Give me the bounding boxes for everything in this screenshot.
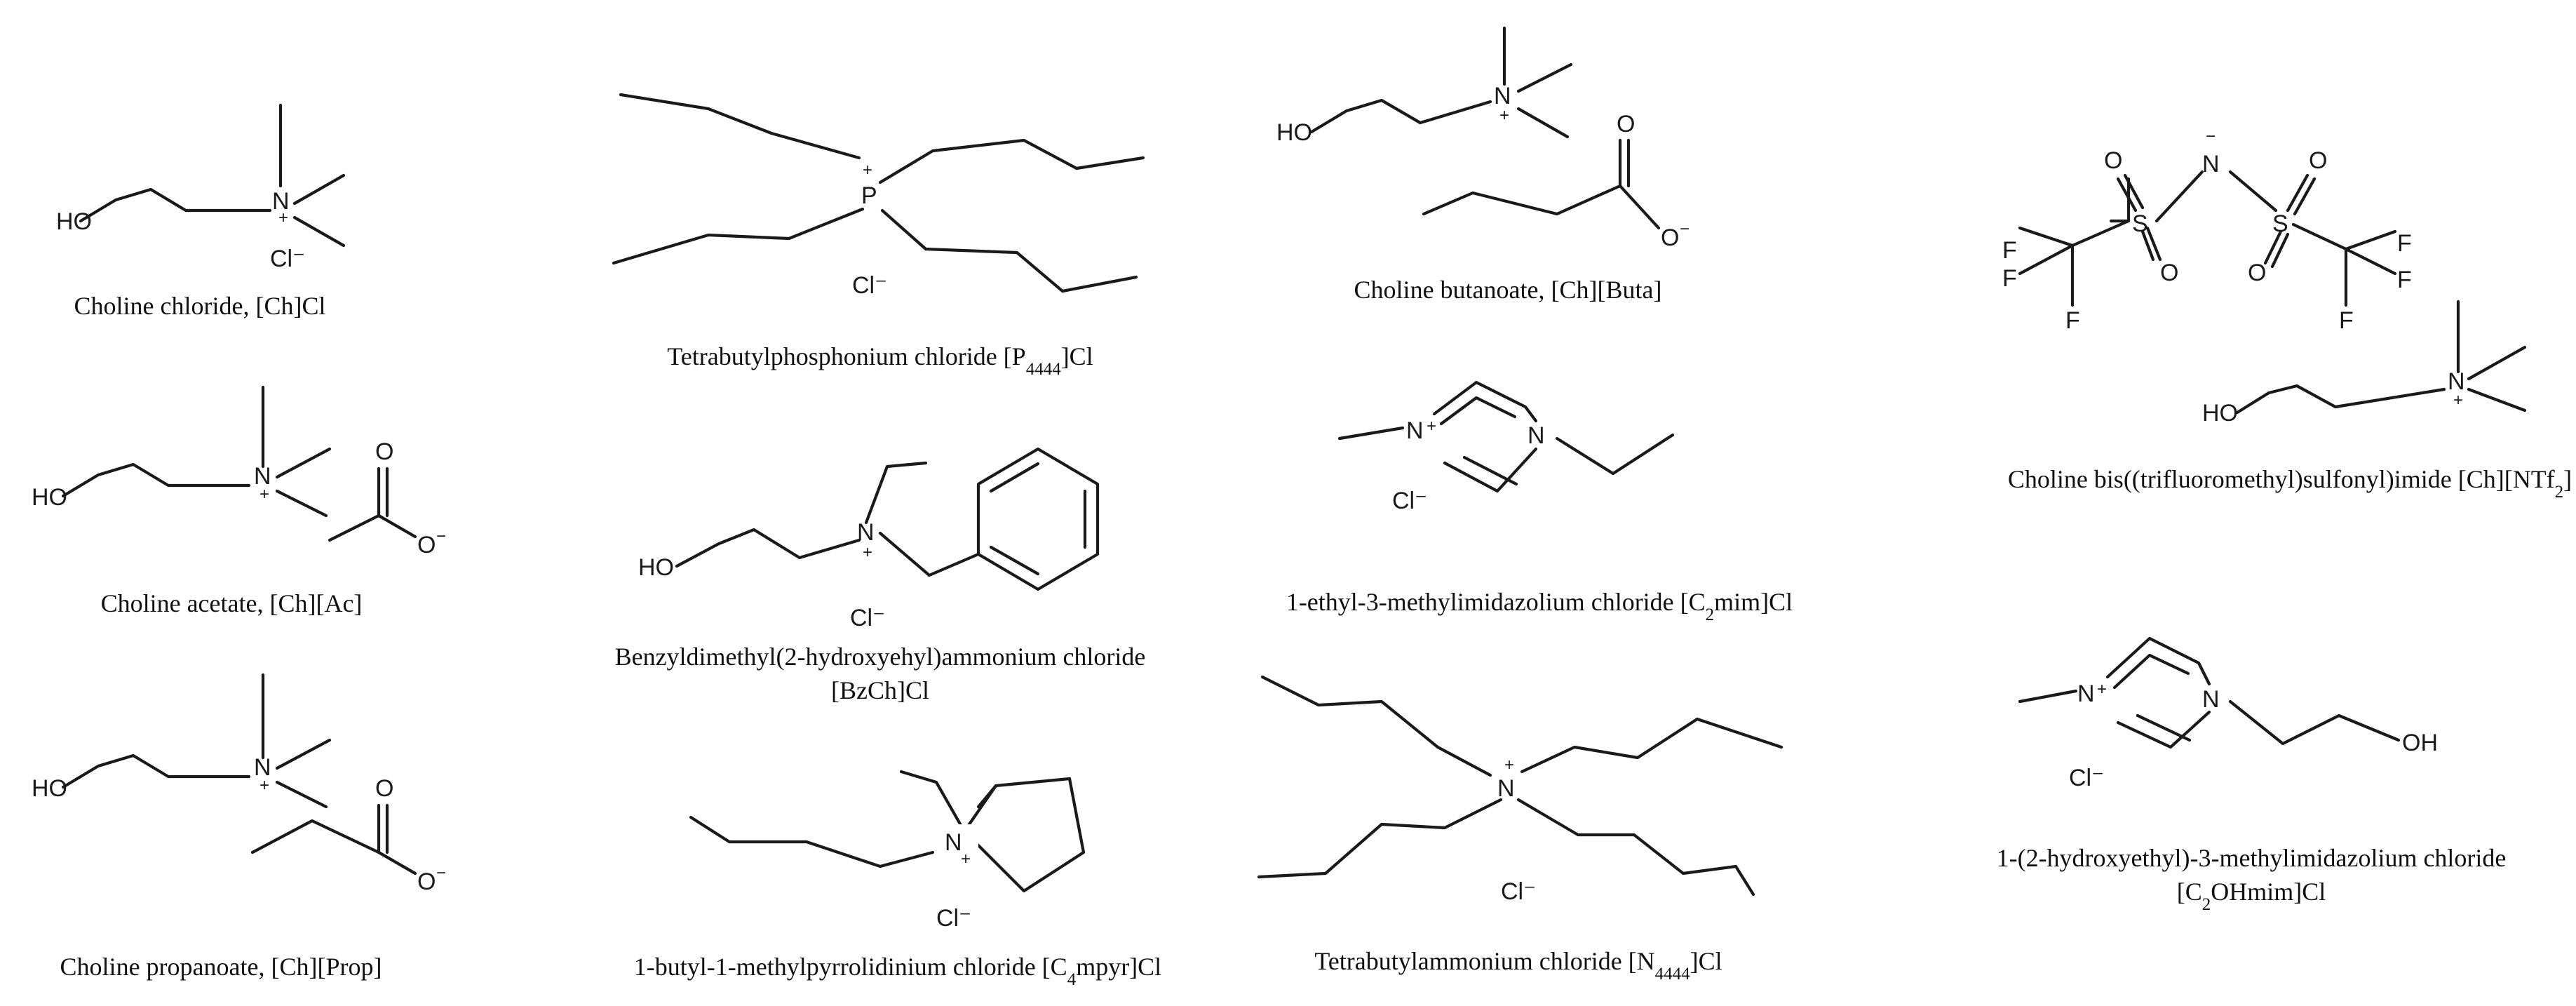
charge-plus: + (1499, 106, 1509, 125)
caption-line: Choline acetate, [Ch][Ac] (101, 589, 363, 617)
atom-label-f: F (2339, 307, 2354, 334)
structure-c4mpyr-chloride: N + Cl⁻ 1-butyl-1-methylpyrrolidinium ch… (634, 770, 1161, 989)
caption-line: 1-butyl-1-methylpyrrolidinium chloride [… (634, 953, 1161, 989)
charge-plus: + (1427, 417, 1436, 436)
counter-ion-label: Cl⁻ (1501, 878, 1536, 905)
caption-tetrabutylammonium-chloride: Tetrabutylammonium chloride [N4444]Cl (1314, 947, 1722, 984)
atom-label-o-minus: O (1661, 224, 1679, 251)
atom-label-f: F (2002, 265, 2017, 292)
atom-label-o: O (375, 438, 393, 465)
charge-plus: + (2453, 391, 2463, 410)
atom-label-n: N (254, 754, 271, 781)
atom-label-p: P (861, 182, 877, 209)
charge-plus: + (1504, 756, 1514, 774)
atom-label-f: F (2065, 307, 2080, 334)
atom-label-n: N (254, 463, 271, 490)
structure-choline-propanoate: HO N + O O − Choline propanoate, [Ch][Pr… (32, 673, 446, 981)
caption-line: 1-(2-hydroxyethyl)-3-methylimidazolium c… (1997, 844, 2507, 872)
atom-label-s: S (2132, 210, 2148, 237)
structure-c2mim-chloride: N + N Cl⁻ 1-ethyl-3-methylimidazolium ch… (1286, 380, 1793, 624)
counter-ion-label: Cl⁻ (936, 905, 971, 932)
counter-ion-label: Cl⁻ (1392, 488, 1427, 514)
counter-ion-label: Cl⁻ (850, 605, 885, 631)
caption-benzylcholine-chloride: Benzyldimethyl(2-hydroxyehyl)ammonium ch… (615, 643, 1146, 704)
atom-label-n: N (2448, 368, 2465, 395)
atom-label-f: F (2002, 237, 2017, 264)
structure-choline-ntf2: F F F S O O N − S O O F F F HO N + Choli… (2002, 127, 2572, 502)
charge-minus: − (1680, 220, 1690, 239)
atom-label-o: O (2160, 260, 2178, 286)
caption-line: Benzyldimethyl(2-hydroxyehyl)ammonium ch… (615, 643, 1146, 671)
atom-label-o: O (375, 775, 393, 802)
atom-label-o: O (2248, 260, 2266, 286)
atom-label-n: N (1528, 422, 1545, 449)
atom-label-ho: HO (32, 775, 67, 802)
atom-label-n: N (857, 519, 875, 546)
counter-ion-label: Cl⁻ (270, 246, 305, 272)
caption-line: 1-ethyl-3-methylimidazolium chloride [C2… (1286, 588, 1793, 624)
atom-label-oh: OH (2402, 730, 2438, 756)
atom-label-n-minus: N (2202, 151, 2220, 177)
caption-c4mpyr-chloride: 1-butyl-1-methylpyrrolidinium chloride [… (634, 953, 1161, 989)
charge-plus: + (259, 776, 269, 795)
charge-plus: + (2097, 680, 2107, 699)
atom-label-f: F (2397, 230, 2412, 257)
structure-choline-chloride: HO N + Cl⁻ Choline chloride, [Ch]Cl (56, 103, 346, 320)
atom-label-n: N (1494, 83, 1511, 109)
atom-label-n: N (272, 188, 290, 215)
caption-choline-propanoate: Choline propanoate, [Ch][Prop] (60, 953, 382, 981)
charge-minus: − (436, 864, 446, 883)
counter-ion-label: Cl⁻ (2069, 765, 2104, 791)
atom-label-ho: HO (638, 554, 674, 581)
structure-choline-butanoate: HO N + O O − Choline butanoate, [Ch][But… (1276, 26, 1690, 304)
caption-c2mim-chloride: 1-ethyl-3-methylimidazolium chloride [C2… (1286, 588, 1793, 624)
atom-label-o: O (2104, 147, 2122, 174)
caption-line: Choline bis((trifluoromethyl)sulfonyl)im… (2008, 465, 2572, 502)
counter-ion-label: Cl⁻ (852, 272, 887, 299)
caption-c2ohmim-chloride: 1-(2-hydroxyethyl)-3-methylimidazolium c… (1997, 844, 2507, 914)
caption-choline-acetate: Choline acetate, [Ch][Ac] (101, 589, 363, 617)
structure-tetrabutylammonium-chloride: N + Cl⁻ Tetrabutylammonium chloride [N44… (1257, 675, 1783, 984)
atom-label-o: O (2309, 147, 2327, 174)
caption-line: Tetrabutylphosphonium chloride [P4444]Cl (667, 342, 1093, 379)
structure-tetrabutylphosphonium-chloride: P + Cl⁻ Tetrabutylphosphonium chloride [… (612, 93, 1145, 379)
atom-label-n-plus: N (2077, 680, 2095, 707)
structure-c2ohmim-chloride: N + N OH Cl⁻ 1-(2-hydroxyethyl)-3-methyl… (1997, 636, 2507, 914)
caption-choline-ntf2: Choline bis((trifluoromethyl)sulfonyl)im… (2008, 465, 2572, 502)
atom-label-n-plus: N (1406, 417, 1424, 444)
structure-choline-acetate: HO N + O O − Choline acetate, [Ch][Ac] (32, 385, 446, 617)
charge-plus: + (961, 850, 971, 868)
caption-line: Tetrabutylammonium chloride [N4444]Cl (1314, 947, 1722, 984)
atom-label-ho: HO (2202, 400, 2238, 427)
charge-plus: + (259, 485, 269, 504)
atom-label-n: N (2202, 686, 2220, 713)
caption-line: [C2OHmim]Cl (2177, 878, 2326, 914)
structure-benzylcholine-chloride: HO N + Cl⁻ Benzyldimethyl(2-hydroxyehyl)… (615, 447, 1146, 704)
charge-plus: + (278, 208, 288, 227)
caption-choline-chloride: Choline chloride, [Ch]Cl (74, 292, 326, 320)
atom-label-o: O (1617, 111, 1635, 138)
caption-line: Choline propanoate, [Ch][Prop] (60, 953, 382, 981)
caption-choline-butanoate: Choline butanoate, [Ch][Buta] (1354, 276, 1662, 304)
atom-label-ho: HO (56, 208, 92, 235)
atom-label-o-minus: O (417, 532, 436, 558)
caption-line: [BzCh]Cl (831, 676, 929, 704)
charge-plus: + (863, 161, 872, 180)
atom-label-f: F (2397, 267, 2412, 293)
atom-label-o-minus: O (417, 868, 436, 895)
charge-minus: − (2206, 127, 2216, 146)
charge-plus: + (863, 543, 872, 562)
caption-line: Choline chloride, [Ch]Cl (74, 292, 326, 320)
atom-label-s: S (2272, 210, 2288, 237)
atom-label-n: N (945, 829, 962, 856)
atom-label-n: N (1497, 775, 1515, 802)
caption-tetrabutylphosphonium-chloride: Tetrabutylphosphonium chloride [P4444]Cl (667, 342, 1093, 379)
charge-minus: − (436, 527, 446, 546)
caption-line: Choline butanoate, [Ch][Buta] (1354, 276, 1662, 304)
atom-label-ho: HO (1276, 119, 1312, 146)
atom-label-ho: HO (32, 484, 67, 511)
